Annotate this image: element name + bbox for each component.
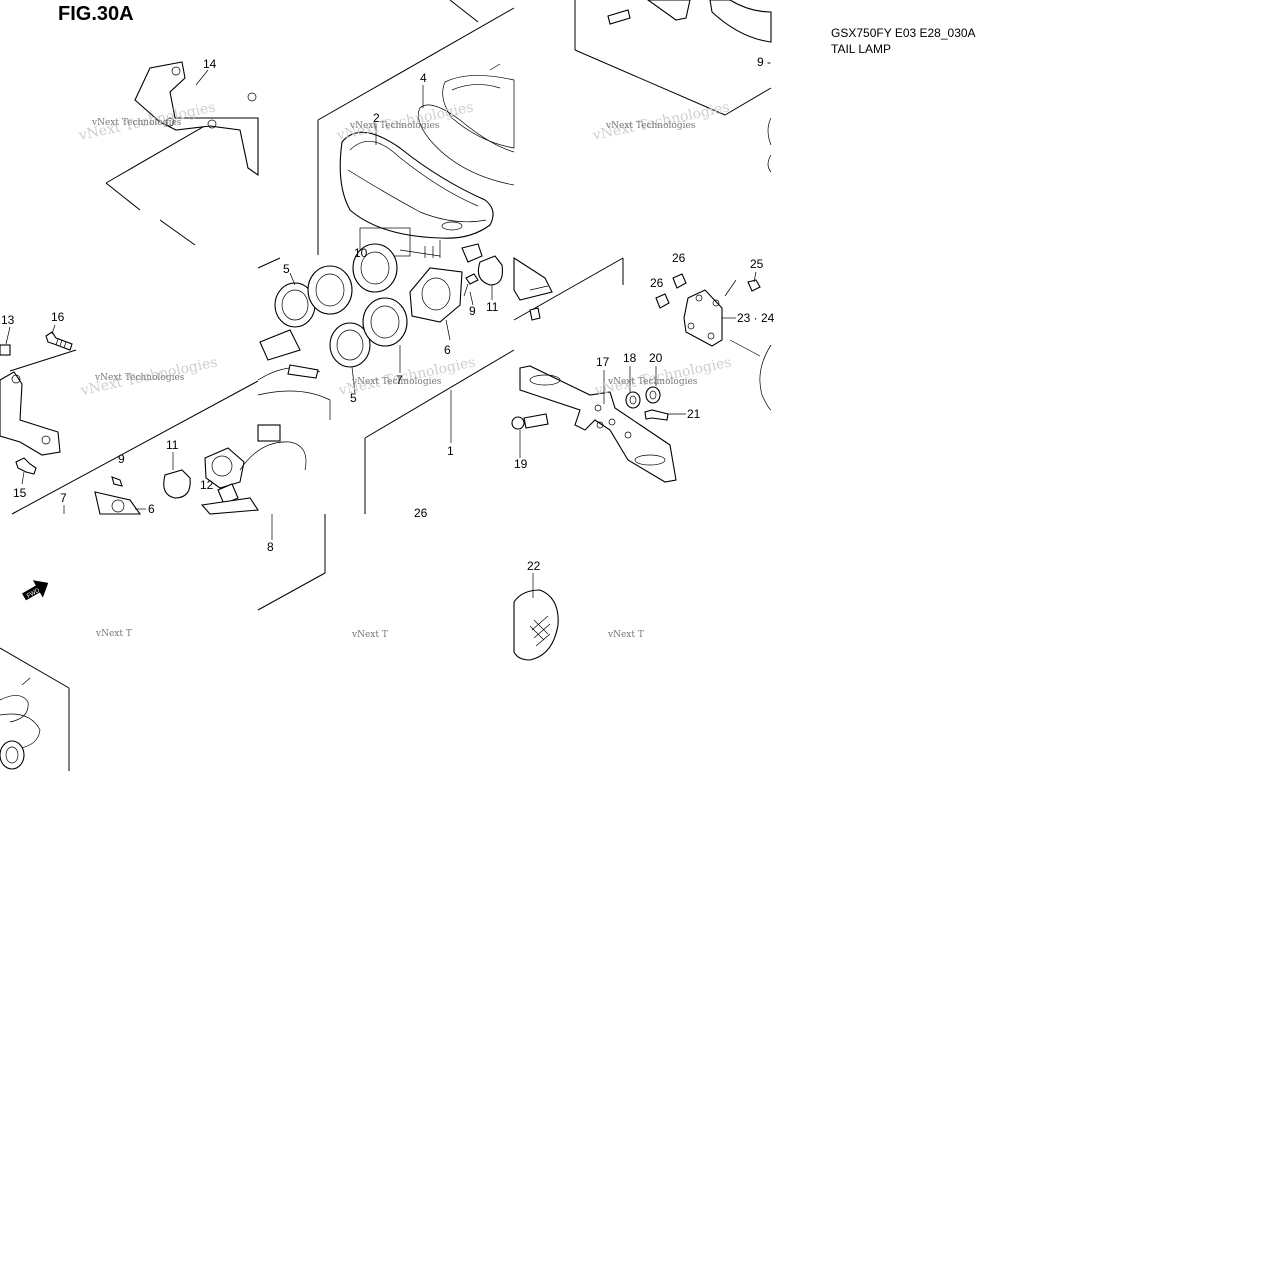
callout-9: 9 [118, 452, 125, 466]
callout-16: 16 [51, 310, 65, 324]
watermark: vNext T [95, 629, 132, 639]
model-code: GSX750FY E03 E28_030A [831, 26, 976, 40]
watermark: vNext T [607, 630, 644, 640]
callout-14: 14 [203, 57, 217, 71]
callout-4: 4 [420, 71, 427, 85]
lamp-mount-plate [513, 256, 553, 321]
callout-7: 7 [396, 373, 403, 387]
section-title: TAIL LAMP [831, 42, 892, 56]
fwd-arrow-icon: FWD [22, 580, 49, 601]
callout-17: 17 [596, 355, 610, 369]
callout-8: 8 [267, 540, 274, 554]
license-bracket [519, 365, 677, 483]
leader-lines [5, 69, 761, 598]
callout-19: 19 [514, 457, 528, 471]
lamp-gasket [418, 63, 515, 186]
callout-6: 6 [148, 502, 155, 516]
callout-11: 11 [486, 300, 499, 314]
watermark: vNext Technologies [351, 377, 442, 387]
reflector [513, 589, 559, 661]
figure-title: FIG.30A [58, 3, 134, 25]
watermark: vNext Technologies [607, 377, 698, 387]
assembly-frame-lines [0, 0, 772, 771]
callout-22: 22 [527, 559, 541, 573]
bracket-fasteners [511, 386, 669, 430]
callout-25: 25 [750, 257, 764, 271]
lower-left-wiring [0, 677, 41, 770]
watermark: vNext Technologies [605, 121, 696, 131]
callout-6: 6 [444, 343, 451, 357]
top-right-parts [607, 0, 772, 173]
watermark: vNext T [351, 630, 388, 640]
seat-rail-bracket [134, 61, 259, 177]
callout-9: 9 [469, 304, 476, 318]
callout-26: 26 [672, 251, 686, 265]
callout-7: 7 [60, 491, 67, 505]
callout-1: 1 [447, 444, 454, 458]
callout-13: 13 [1, 313, 15, 327]
callout-15: 15 [13, 486, 27, 500]
diagram-meta: GSX750FY E03 E28_030A TAIL LAMP [831, 25, 976, 57]
callout-5: 5 [283, 262, 290, 276]
callouts: 14 4 2 10 5 6 9 11 7 5 1 26 8 13 16 15 7… [1, 55, 775, 573]
reflector-bracket [655, 273, 772, 411]
watermark: vNext Technologies [349, 121, 440, 131]
callout-12: 12 [200, 478, 214, 492]
callout-26: 26 [650, 276, 664, 290]
tail-lamp-lens [339, 131, 494, 258]
watermark: vNext Technologies [91, 118, 182, 128]
callout-18: 18 [623, 351, 637, 365]
callout-2: 2 [373, 111, 380, 125]
callout-10: 10 [354, 246, 368, 260]
lower-bracket [0, 371, 61, 456]
callout-26: 26 [414, 506, 428, 520]
turn-signal-parts [94, 329, 331, 515]
callout-21: 21 [687, 407, 701, 421]
callout-23-24: 23 · 24 [737, 311, 775, 325]
bulb-sockets [274, 243, 463, 368]
callout-5: 5 [350, 391, 357, 405]
callout-20: 20 [649, 351, 663, 365]
center-bulb [461, 243, 504, 297]
callout-9: 9 - [757, 55, 771, 69]
watermark: vNext Technologies [94, 373, 185, 383]
callout-11: 11 [166, 438, 179, 452]
